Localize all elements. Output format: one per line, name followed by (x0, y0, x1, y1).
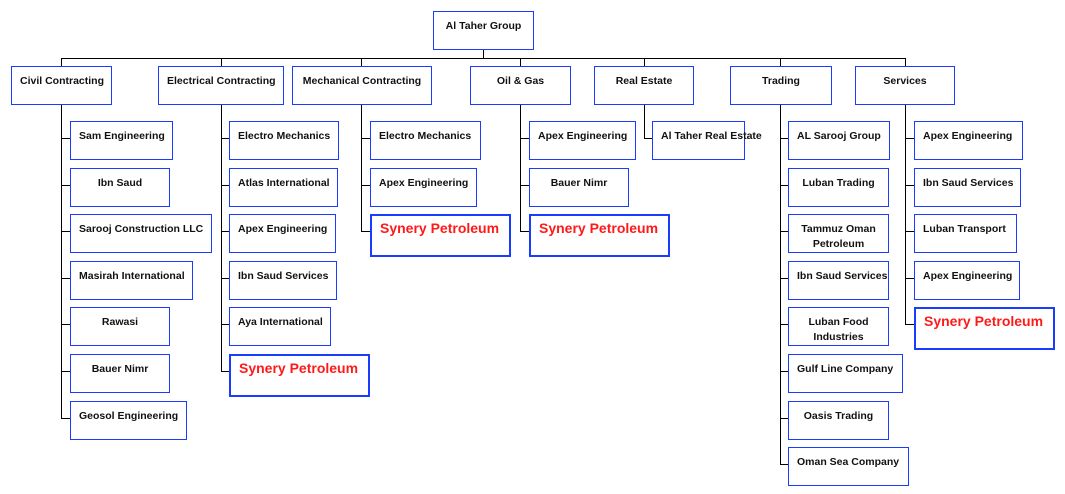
connector-line (221, 105, 222, 372)
connector-line (905, 138, 914, 139)
company-node: Atlas International (229, 168, 338, 207)
connector-line (780, 418, 788, 419)
company-node: Tammuz Oman Petroleum (788, 214, 889, 253)
company-node: Luban Food Industries (788, 307, 889, 346)
connector-line (361, 138, 370, 139)
connector-line (520, 185, 529, 186)
company-node: Apex Engineering (529, 121, 636, 160)
company-node: Ibn Saud Services (788, 261, 889, 300)
connector-line (61, 58, 62, 66)
connector-line (780, 464, 788, 465)
connector-line (780, 278, 788, 279)
company-node: Sarooj Construction LLC (70, 214, 212, 253)
company-node: Oman Sea Company (788, 447, 909, 486)
connector-line (361, 231, 370, 232)
connector-line (780, 58, 781, 66)
division-node: Trading (730, 66, 832, 105)
division-node: Civil Contracting (11, 66, 112, 105)
company-node: Bauer Nimr (70, 354, 170, 393)
connector-line (61, 185, 70, 186)
connector-line (221, 371, 229, 372)
company-node: Al Taher Real Estate (652, 121, 762, 160)
connector-line (780, 185, 788, 186)
company-node: Ibn Saud Services (229, 261, 337, 300)
connector-line (780, 231, 788, 232)
highlighted-company-node: Synery Petroleum (370, 214, 511, 257)
connector-line (61, 371, 70, 372)
connector-line (483, 50, 484, 58)
company-node: Ibn Saud Services (914, 168, 1021, 207)
company-node: Apex Engineering (229, 214, 336, 253)
company-node: Ibn Saud (70, 168, 170, 207)
company-node: Masirah International (70, 261, 193, 300)
connector-line (905, 185, 914, 186)
connector-line (905, 324, 914, 325)
division-node: Services (855, 66, 955, 105)
company-node: Apex Engineering (914, 261, 1020, 300)
company-node: Geosol Engineering (70, 401, 187, 440)
connector-line (905, 231, 914, 232)
highlighted-company-node: Synery Petroleum (914, 307, 1055, 350)
connector-line (361, 58, 362, 66)
connector-line (61, 231, 70, 232)
company-node: Oasis Trading (788, 401, 889, 440)
connector-line (221, 185, 229, 186)
company-node: Aya International (229, 307, 331, 346)
company-node: Apex Engineering (370, 168, 477, 207)
connector-line (520, 105, 521, 232)
connector-line (520, 138, 529, 139)
connector-line (221, 138, 229, 139)
root-node: Al Taher Group (433, 11, 534, 50)
division-node: Mechanical Contracting (292, 66, 432, 105)
connector-line (61, 278, 70, 279)
company-node: AL Sarooj Group (788, 121, 890, 160)
company-node: Electro Mechanics (229, 121, 339, 160)
connector-line (61, 58, 906, 59)
connector-line (644, 105, 645, 139)
connector-line (361, 185, 370, 186)
company-node: Luban Transport (914, 214, 1017, 253)
connector-line (780, 105, 781, 465)
connector-line (221, 324, 229, 325)
connector-line (61, 324, 70, 325)
division-node: Electrical Contracting (158, 66, 284, 105)
highlighted-company-node: Synery Petroleum (229, 354, 370, 397)
connector-line (780, 324, 788, 325)
connector-line (644, 138, 652, 139)
connector-line (905, 105, 906, 325)
connector-line (520, 58, 521, 66)
connector-line (221, 58, 222, 66)
division-node: Oil & Gas (470, 66, 571, 105)
highlighted-company-node: Synery Petroleum (529, 214, 670, 257)
company-node: Apex Engineering (914, 121, 1023, 160)
connector-line (61, 418, 70, 419)
division-node: Real Estate (594, 66, 694, 105)
connector-line (61, 138, 70, 139)
connector-line (780, 138, 788, 139)
company-node: Electro Mechanics (370, 121, 481, 160)
connector-line (644, 58, 645, 66)
company-node: Luban Trading (788, 168, 889, 207)
company-node: Rawasi (70, 307, 170, 346)
company-node: Bauer Nimr (529, 168, 629, 207)
company-node: Gulf Line Company (788, 354, 903, 393)
connector-line (905, 278, 914, 279)
connector-line (780, 371, 788, 372)
connector-line (361, 105, 362, 232)
connector-line (221, 278, 229, 279)
connector-line (221, 231, 229, 232)
company-node: Sam Engineering (70, 121, 173, 160)
connector-line (905, 58, 906, 66)
connector-line (61, 105, 62, 419)
connector-line (520, 231, 529, 232)
